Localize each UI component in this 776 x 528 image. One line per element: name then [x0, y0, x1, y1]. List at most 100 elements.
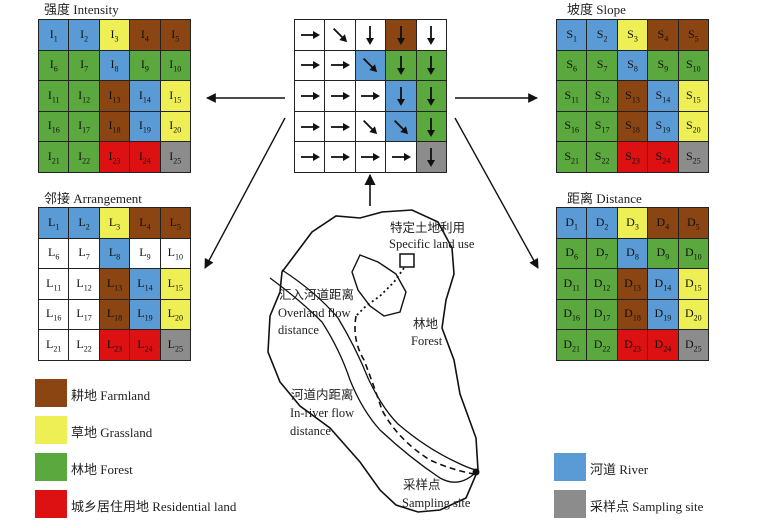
distance-cell-label: D9: [656, 245, 670, 262]
flow-cell-17: [325, 111, 355, 142]
intensity-cell-label: I18: [108, 118, 121, 135]
intensity-cell-1: I1: [39, 20, 69, 50]
flow-arrow-icon: [396, 56, 405, 76]
distance-cell-14: D14: [648, 269, 678, 299]
arrangement-cell-9: L9: [130, 238, 160, 269]
specific-land-use-label-cn: 特定土地利用: [390, 221, 466, 235]
arrangement-cell-19: L19: [130, 299, 160, 330]
slope-cell-25: S25: [678, 142, 708, 172]
intensity-cell-11: I11: [39, 81, 69, 111]
slope-cell-6: S6: [557, 50, 587, 81]
intensity-cell-8: I8: [99, 50, 130, 81]
distance-cell-24: D24: [648, 330, 678, 360]
arrangement-cell-22: L22: [69, 330, 99, 360]
distance-cell-label: D1: [565, 214, 579, 231]
flow-arrow-icon: [363, 58, 378, 73]
arrangement-cell-label: L13: [106, 275, 123, 293]
flow-cell-11: [295, 81, 325, 111]
distance-cell-label: D23: [624, 337, 641, 354]
flow-cell-16: [295, 111, 325, 142]
arrangement-cell-label: L19: [137, 306, 153, 323]
intensity-cell-24: I24: [130, 142, 160, 172]
flow-arrow-icon: [393, 119, 408, 134]
intensity-cell-18: I18: [99, 111, 130, 142]
intensity-cell-17: I17: [69, 111, 99, 142]
distance-cell-label: D16: [563, 306, 581, 323]
legend-label-river: 河道 River: [590, 462, 649, 477]
flow-arrow-icon: [427, 56, 436, 76]
flow-cell-19: [386, 111, 416, 142]
slope-cell-label: S20: [685, 118, 701, 135]
flow-arrow-icon: [300, 91, 320, 100]
legend-label-farmland: 耕地 Farmland: [71, 388, 151, 403]
slope-cell-13: S13: [617, 81, 648, 111]
distance-cell-8: D8: [617, 238, 648, 269]
legend-swatch-residential: [35, 490, 67, 518]
intensity-cell-label: I10: [169, 57, 182, 74]
intensity-cell-label: I13: [108, 87, 121, 105]
distance-cell-18: D18: [617, 299, 648, 330]
flow-arrow-icon: [331, 61, 351, 70]
distance-cell-label: D19: [654, 306, 672, 323]
flow-cell-21: [295, 142, 325, 172]
arrangement-cell-label: L5: [169, 214, 181, 231]
arrangement-cell-label: L23: [106, 337, 123, 354]
slope-cell-label: S15: [685, 87, 701, 105]
legend-swatch-sampling: [554, 490, 586, 518]
intensity-cell-15: I15: [160, 81, 190, 111]
slope-cell-label: S11: [564, 87, 579, 105]
distance-cell-label: D2: [595, 214, 609, 231]
distance-cell-label: D13: [624, 275, 641, 293]
flow-cell-7: [325, 50, 355, 81]
flow-cell-22: [325, 142, 355, 172]
distance-cell-label: D4: [656, 214, 670, 231]
flow-arrow-icon: [391, 153, 411, 162]
distance-cell-15: D15: [678, 269, 708, 299]
legend-swatch-forest: [35, 453, 67, 481]
slope-cell-label: S10: [685, 57, 701, 74]
intensity-cell-7: I7: [69, 50, 99, 81]
distance-cell-16: D16: [557, 299, 587, 330]
arrangement-cell-3: L3: [99, 208, 130, 238]
flow-arrow-icon: [366, 25, 375, 45]
intensity-cell-19: I19: [130, 111, 160, 142]
slope-cell-17: S17: [587, 111, 617, 142]
legend-label-residential: 城乡居住用地 Residential land: [71, 499, 237, 514]
slope-cell-label: S12: [594, 87, 610, 105]
distance-cell-label: D24: [654, 337, 672, 354]
intensity-cell-9: I9: [130, 50, 160, 81]
intensity-cell-label: I23: [108, 149, 121, 166]
distance-cell-label: D7: [595, 245, 609, 262]
distance-cell-label: D14: [654, 275, 672, 293]
intensity-title: 强度 Intensity: [44, 2, 119, 17]
arrangement-cell-5: L5: [160, 208, 190, 238]
flow-arrow-icon: [300, 122, 320, 131]
distance-cell-10: D10: [678, 238, 708, 269]
specific-land-use-label-en: Specific land use: [389, 237, 475, 251]
distance-cell-9: D9: [648, 238, 678, 269]
overland-label-en2: distance: [278, 323, 319, 337]
flow-cell-18: [355, 111, 386, 142]
flow-cell-9: [386, 50, 416, 81]
distance-cell-label: D22: [593, 337, 611, 354]
flow-cell-3: [355, 20, 386, 50]
intensity-cell-22: I22: [69, 142, 99, 172]
arrangement-cell-24: L24: [130, 330, 160, 360]
flow-cell-14: [386, 81, 416, 111]
arrangement-cell-label: L16: [46, 306, 62, 323]
forest-label-en: Forest: [411, 334, 443, 348]
arrangement-cell-25: L25: [160, 330, 190, 360]
flow-arrow-icon: [300, 30, 320, 39]
distance-cell-label: D15: [684, 275, 702, 293]
slope-cell-label: S3: [627, 26, 638, 43]
flow-cell-8: [355, 50, 386, 81]
slope-cell-11: S11: [557, 81, 587, 111]
overland-label-en1: Overland flow: [278, 306, 351, 320]
slope-cell-label: S9: [657, 57, 669, 74]
slope-cell-label: S23: [625, 149, 640, 166]
arrangement-cell-20: L20: [160, 299, 190, 330]
distance-cell-13: D13: [617, 269, 648, 299]
slope-cell-7: S7: [587, 50, 617, 81]
